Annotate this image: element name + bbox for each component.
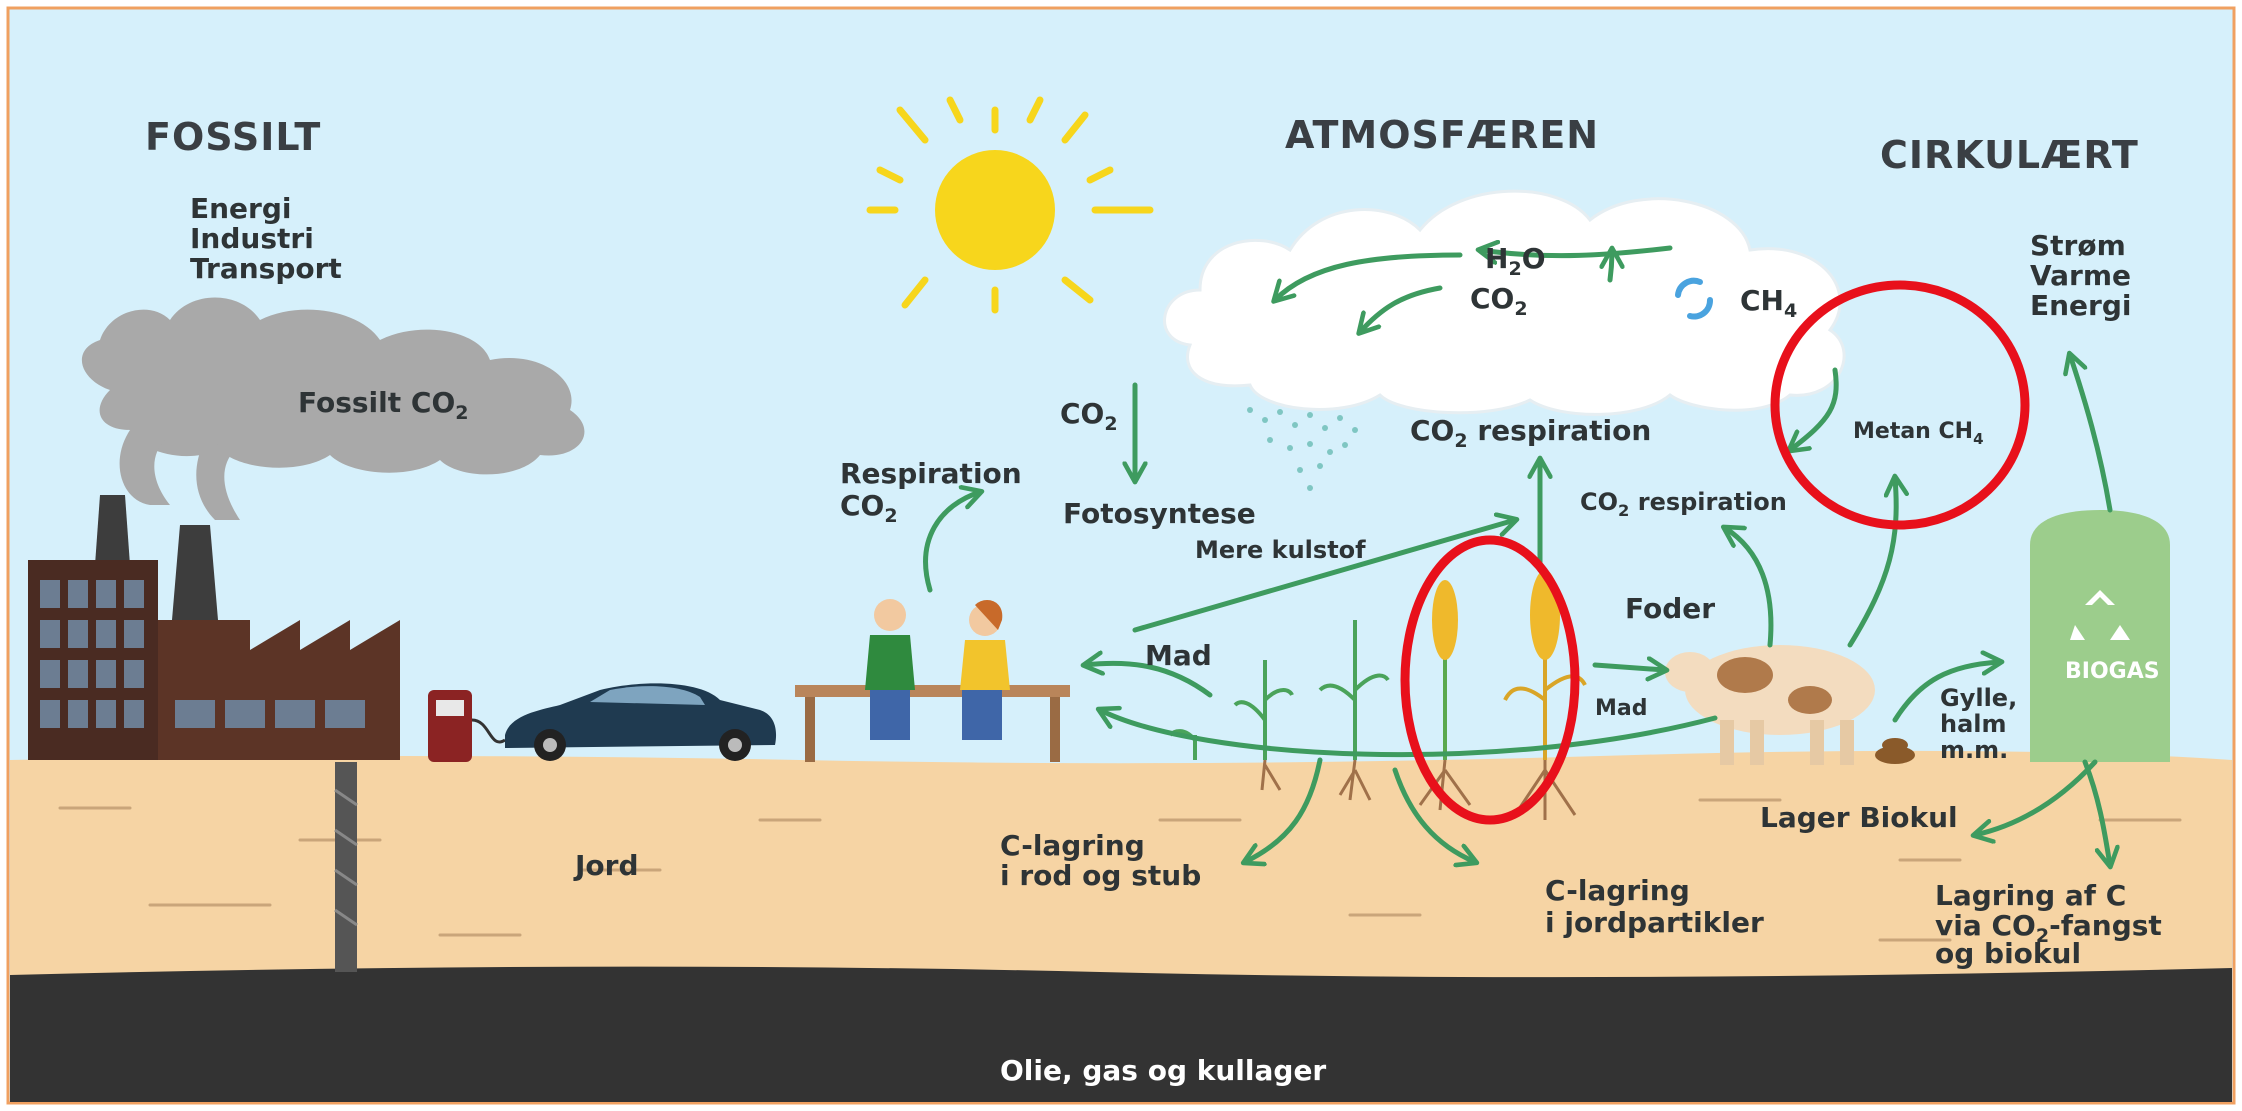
arrow-methane-up	[1790, 367, 1839, 450]
cloud-arrow-1	[1480, 248, 1673, 256]
lagring-c-label-2: via CO2-fangst	[1935, 909, 2162, 947]
arrow-lager-biokul	[1975, 759, 2098, 835]
highlight-circles	[1400, 280, 2030, 825]
fossil-use-industri: Industri	[190, 222, 314, 255]
circular-use-energi: Energi	[2030, 289, 2132, 322]
arrow-foder	[1592, 665, 1665, 670]
mad-small-label: Mad	[1595, 696, 1648, 721]
manure-icon	[1875, 738, 1915, 764]
plants-icon	[1168, 620, 1390, 760]
flow-arrows	[923, 248, 2113, 865]
cow-icon	[1665, 645, 1875, 765]
heading-fossilt: FOSSILT	[145, 115, 321, 159]
co2-respiration-top-label: CO2 respiration	[1410, 414, 1651, 452]
car-icon	[505, 683, 777, 761]
c-root-label-2: i rod og stub	[1000, 859, 1201, 892]
biogas-tank-icon	[2030, 510, 2170, 762]
highlight-wheat	[1400, 535, 1580, 825]
fossil-use-energi: Energi	[190, 192, 292, 225]
arrow-mere-kulstof	[1132, 520, 1515, 633]
arrow-co2-respiration-cow	[1725, 528, 1774, 648]
bedrock-layer	[10, 966, 2232, 1102]
smoke-cloud	[81, 297, 585, 520]
lager-biokul-label: Lager Biokul	[1760, 801, 1958, 834]
jord-label: Jord	[573, 849, 639, 882]
arrow-biogas-energy	[2070, 355, 2113, 513]
gylle-label-1: Gylle,	[1940, 684, 2017, 712]
arrow-lagring-c	[2082, 759, 2110, 865]
circular-use-strom: Strøm	[2030, 229, 2126, 262]
people-eating-icon	[795, 599, 1070, 762]
respiration-co2-label: CO2	[840, 489, 898, 527]
respiration-label: Respiration	[840, 457, 1022, 490]
c-soil-label-1: C-lagring	[1545, 874, 1690, 907]
fossil-co2-label: Fossilt CO2	[298, 386, 469, 424]
mad-label: Mad	[1145, 639, 1212, 672]
c-root-label-1: C-lagring	[1000, 829, 1145, 862]
lagring-c-label-1: Lagring af C	[1935, 879, 2126, 912]
cloud-arrow-2	[1275, 252, 1463, 300]
biogas-label: BIOGAS	[2065, 659, 2160, 684]
fuel-pump-icon	[428, 690, 506, 762]
c-soil-label-2: i jordpartikler	[1545, 906, 1764, 939]
arrow-c-soil	[1392, 767, 1475, 862]
lagring-c-label-3: og biokul	[1935, 937, 2081, 970]
mere-kulstof-label: Mere kulstof	[1195, 536, 1366, 564]
bedrock-label: Olie, gas og kullager	[1000, 1054, 1326, 1087]
sun-icon	[866, 96, 1154, 314]
recycle-icon	[2070, 590, 2130, 640]
oil-pipe-texture	[334, 788, 358, 927]
arrow-respiration	[923, 492, 980, 593]
cloud-arrow-3	[1360, 285, 1443, 332]
cloud-h2o-label: H2O	[1485, 242, 1546, 280]
arrow-mad-2	[1100, 710, 1718, 758]
fossil-use-transport: Transport	[190, 252, 342, 285]
heading-circular: CIRKULÆRT	[1880, 133, 2139, 177]
arrow-c-root	[1245, 757, 1323, 862]
methane-cycle-icon	[1675, 277, 1713, 320]
highlight-methane	[1770, 280, 2030, 530]
cloud-co2-label: CO2	[1470, 282, 1528, 320]
metan-label: Metan CH4	[1853, 419, 1983, 448]
arrow-mad-1	[1085, 663, 1213, 698]
arrow-cow-methane	[1847, 478, 1896, 648]
heading-atmosphere: ATMOSFÆREN	[1285, 113, 1599, 157]
factory-icon	[28, 495, 400, 760]
fotosyntese-label: Fotosyntese	[1063, 497, 1256, 530]
soil-texture	[58, 798, 2182, 942]
gylle-label-2: halm	[1940, 710, 2007, 738]
co2-photosynthesis-label: CO2	[1060, 397, 1118, 435]
co2-respiration-small-label: CO2 respiration	[1580, 488, 1787, 520]
cloud-arrow-4	[1610, 250, 1612, 283]
cloud-ch4-label: CH4	[1740, 284, 1797, 322]
gylle-label-3: m.m.	[1940, 736, 2008, 764]
circular-use-varme: Varme	[2030, 259, 2131, 292]
foder-label: Foder	[1625, 592, 1715, 625]
arrow-gylle	[1892, 662, 2000, 723]
